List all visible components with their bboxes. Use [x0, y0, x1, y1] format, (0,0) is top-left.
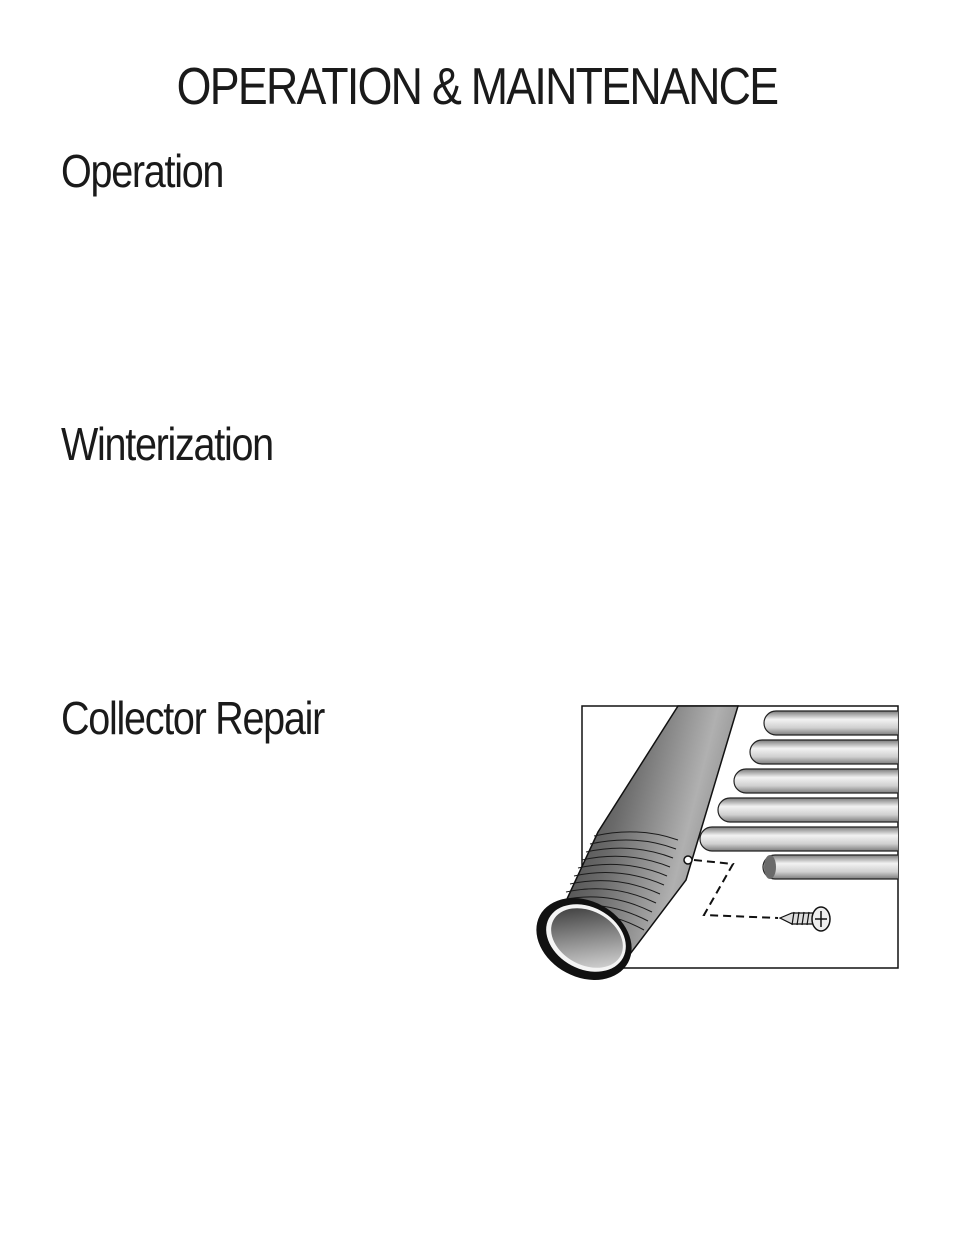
screw-icon	[778, 906, 831, 932]
section-heading-operation: Operation	[61, 145, 224, 197]
section-heading-collector-repair: Collector Repair	[61, 692, 325, 744]
dashed-path-icon	[693, 859, 779, 919]
collector-repair-illustration	[528, 700, 903, 990]
page-title: OPERATION & MAINTENANCE	[176, 58, 779, 116]
collector-header-pipe-icon	[536, 705, 740, 980]
section-heading-winterization: Winterization	[61, 418, 274, 470]
collector-tubes-icon	[699, 710, 898, 880]
